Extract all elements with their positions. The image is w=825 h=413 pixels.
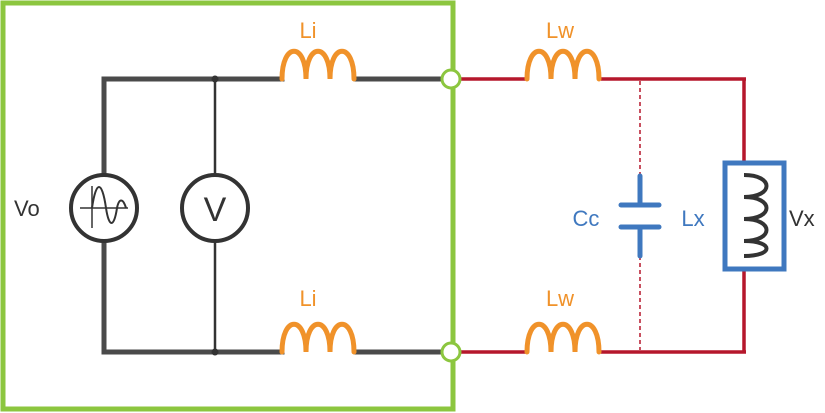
label-li-top: Li [299, 18, 316, 43]
inductor-li-bottom [279, 321, 357, 355]
junction-dot-bottom [211, 348, 219, 356]
inductor-lw-bottom [524, 321, 602, 355]
label-lw-top: Lw [546, 18, 574, 43]
inductor-li-top [279, 48, 357, 82]
port-top[interactable] [440, 68, 462, 90]
instrument-boundary [0, 0, 456, 412]
label-cc: Cc [573, 206, 600, 231]
junction-dot-top [211, 75, 219, 83]
voltmeter-body [180, 173, 250, 243]
ac-source-wave [91, 186, 127, 224]
external-wiring [459, 77, 746, 354]
label-vo: Vo [14, 196, 40, 221]
load-box [722, 160, 787, 272]
capacitor-cc [618, 173, 662, 259]
label-vx: Vx [789, 206, 815, 231]
label-lw-bottom: Lw [546, 286, 574, 311]
internal-wiring [101, 76, 446, 355]
voltmeter-symbol: V [204, 191, 227, 229]
label-lx: Lx [681, 206, 704, 231]
inductor-coil-icon [722, 160, 787, 272]
ac-source-icon [69, 173, 139, 243]
load-coil [743, 173, 769, 258]
inductors [279, 48, 602, 355]
inductor-lw-top [524, 48, 602, 82]
port-bottom[interactable] [440, 341, 462, 363]
voltmeter-icon: V [180, 173, 250, 243]
label-li-bottom: Li [299, 286, 316, 311]
